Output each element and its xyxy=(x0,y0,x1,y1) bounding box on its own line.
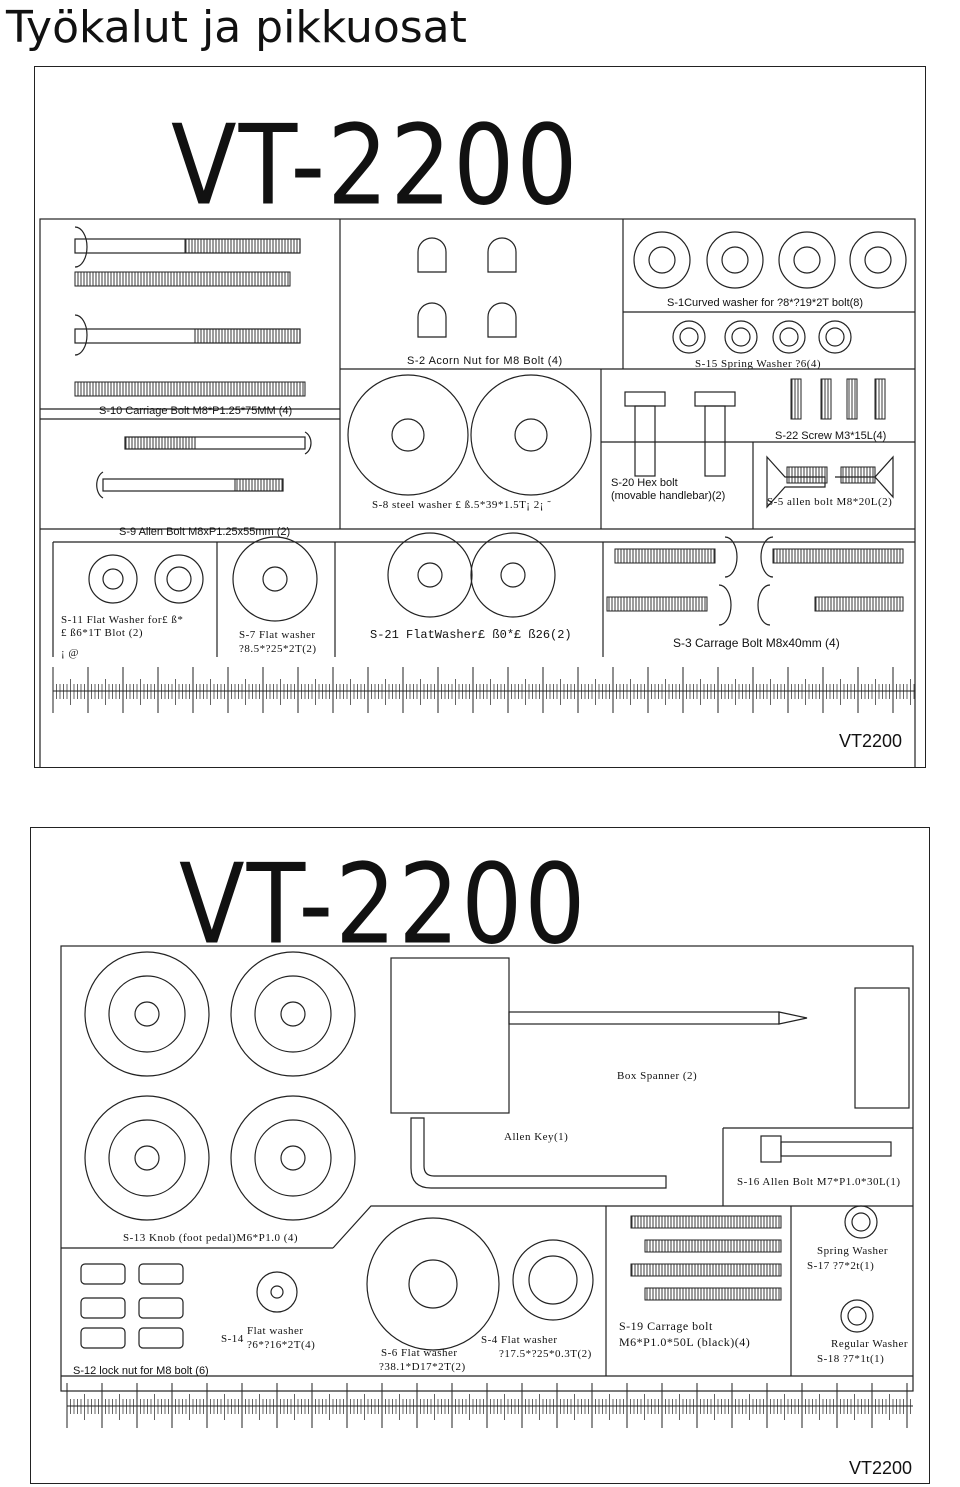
label-s10: S-10 Carriage Bolt M8*P1.25*75MM (4) xyxy=(99,405,293,417)
regular-washer-s18 xyxy=(840,1299,874,1333)
label-s21: S-21 FlatWasher£ ß0*£ ß26(2) xyxy=(370,628,572,642)
flat-washer-s6 xyxy=(366,1217,500,1351)
screw-s22 xyxy=(790,378,886,420)
label-s4-line2: ?17.5*?25*0.3T(2) xyxy=(499,1348,592,1360)
label-box-spanner: Box Spanner (2) xyxy=(617,1070,698,1082)
spring-washer-s15 xyxy=(672,320,852,354)
label-s11-line1: S-11 Flat Washer for£ ß* xyxy=(61,614,184,626)
label-allen-key: Allen Key(1) xyxy=(504,1131,569,1143)
hex-bolt-s20 xyxy=(624,391,736,477)
acorn-nut-s2 xyxy=(417,237,517,338)
flat-washer-s7 xyxy=(232,536,318,622)
label-s2: S-2 Acorn Nut for M8 Bolt (4) xyxy=(407,355,563,367)
label-s4-line1: S-4 Flat washer xyxy=(481,1334,558,1346)
label-s1: S-1Curved washer for ?8*?19*2T bolt(8) xyxy=(667,297,864,309)
box-spanner xyxy=(390,957,910,1114)
label-s3: S-3 Carrage Bolt M8x40mm (4) xyxy=(673,636,840,650)
label-s13: S-13 Knob (foot pedal)M6*P1.0 (4) xyxy=(123,1232,299,1244)
flat-washer-s11 xyxy=(88,554,204,604)
sheet-1-model: VT-2200 xyxy=(171,101,580,230)
sheet-1-drawing xyxy=(39,218,916,767)
label-s18-line1: Regular Washer xyxy=(831,1338,909,1350)
label-s16: S-16 Allen Bolt M7*P1.0*30L(1) xyxy=(737,1176,901,1188)
flat-washer-s21 xyxy=(387,532,556,618)
label-s19-line2: M6*P1.0*50L (black)(4) xyxy=(619,1335,751,1349)
label-s6-line1: S-6 Flat washer xyxy=(381,1347,458,1359)
lock-nut-s12 xyxy=(80,1263,184,1349)
label-s22: S-22 Screw M3*15L(4) xyxy=(775,430,887,442)
allen-bolt-s9 xyxy=(96,431,312,499)
sheet-1-footer: VT2200 xyxy=(839,731,903,751)
label-s12: S-12 lock nut for M8 bolt (6) xyxy=(73,1365,209,1377)
carriage-bolt-s10 xyxy=(74,226,306,397)
label-s17-line1: Spring Washer xyxy=(817,1245,889,1257)
label-s17-line2: S-17 ?7*2t(1) xyxy=(807,1260,875,1272)
label-s5: S-5 allen bolt M8*20L(2) xyxy=(767,496,893,508)
parts-sheet-1: VT-2200 S-1Curved washer for ?8*?19*2T b… xyxy=(34,66,926,768)
label-s14-line2: ?6*?16*2T(4) xyxy=(247,1339,316,1351)
label-s20-line2: (movable handlebar)(2) xyxy=(611,490,726,502)
label-s15: S-15 Spring Washer ?6(4) xyxy=(695,358,822,370)
sheet-2-footer: VT2200 xyxy=(849,1458,913,1478)
label-s18-line2: S-18 ?7*1t(1) xyxy=(817,1353,885,1365)
carriage-bolt-s3 xyxy=(606,536,904,626)
spring-washer-s17 xyxy=(844,1205,878,1239)
label-s11-line3: ¡ @ xyxy=(61,647,80,659)
label-s11-line2: £ ß6*1T Blot (2) xyxy=(61,627,144,639)
flat-washer-s4 xyxy=(512,1239,594,1321)
sheet-2-model: VT-2200 xyxy=(179,840,588,969)
label-s8: S-8 steel washer £ ß.5*39*1.5T¡ 2¡ ˜ xyxy=(372,499,552,511)
label-s7-line2: ?8.5*?25*2T(2) xyxy=(239,643,317,655)
ruler-scale xyxy=(66,1383,913,1428)
allen-bolt-s16 xyxy=(760,1135,892,1163)
allen-bolt-s5 xyxy=(766,455,894,509)
label-s7-line1: S-7 Flat washer xyxy=(239,629,316,641)
label-s14-prefix: S-14 xyxy=(221,1333,244,1345)
label-s14-line1: Flat washer xyxy=(247,1325,304,1337)
label-s20-line1: S-20 Hex bolt xyxy=(611,477,678,489)
parts-sheet-2: VT-2200 Box Spanner (2) Allen Key(1) S-1… xyxy=(30,827,930,1484)
label-s6-line2: ?38.1*D17*2T(2) xyxy=(379,1361,466,1373)
curved-washer-s1 xyxy=(633,231,907,289)
allen-key xyxy=(410,1117,667,1189)
sheet-2-drawing xyxy=(60,945,914,1428)
page-title: Työkalut ja pikkuosat xyxy=(6,2,467,53)
flat-washer-s14 xyxy=(256,1271,298,1313)
steel-washer-s8 xyxy=(347,374,592,496)
label-s9: S-9 Allen Bolt M8xP1.25x55mm (2) xyxy=(119,526,291,538)
knob-s13 xyxy=(84,951,356,1221)
carriage-bolt-s19 xyxy=(630,1215,782,1301)
label-s19-line1: S-19 Carrage bolt xyxy=(619,1319,713,1333)
ruler-scale xyxy=(52,667,915,713)
